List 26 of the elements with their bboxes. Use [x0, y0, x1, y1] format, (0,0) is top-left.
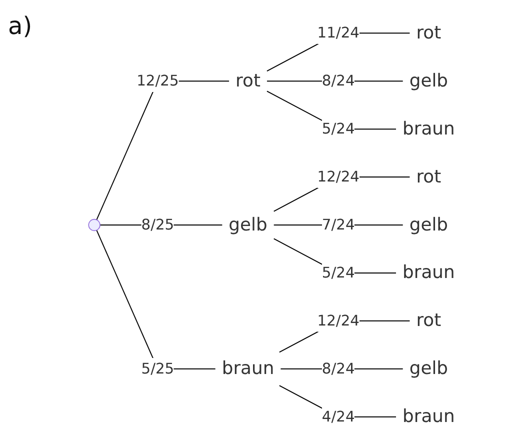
node-text: rot	[236, 70, 260, 92]
node-text: braun	[402, 118, 455, 140]
edge-label: 5/24	[322, 264, 355, 282]
edge-label: 11/24	[317, 24, 360, 42]
edge-label: 7/24	[322, 216, 355, 234]
node-text: gelb	[409, 214, 448, 236]
edge-label: 8/24	[322, 360, 355, 378]
edge-label: 4/24	[322, 408, 355, 426]
edge-label: 5/25	[141, 360, 174, 378]
edge-label: 12/24	[317, 168, 360, 186]
edge-label: 12/25	[136, 72, 179, 90]
part-label: a)	[8, 12, 32, 40]
node-text: gelb	[228, 214, 268, 236]
node-text: braun	[402, 406, 455, 427]
edge-label: 8/24	[322, 72, 355, 90]
edge-label: 12/24	[317, 312, 360, 330]
node-text: braun	[222, 358, 274, 380]
node-point	[88, 218, 100, 232]
node-text: rot	[416, 310, 442, 332]
node-text: gelb	[409, 70, 448, 92]
node-text: gelb	[409, 358, 448, 380]
edge-label: 8/25	[141, 216, 174, 234]
edge-label: 5/24	[322, 120, 355, 138]
node-text: rot	[416, 166, 442, 188]
node-text: braun	[402, 262, 455, 284]
node-text: rot	[416, 23, 442, 44]
